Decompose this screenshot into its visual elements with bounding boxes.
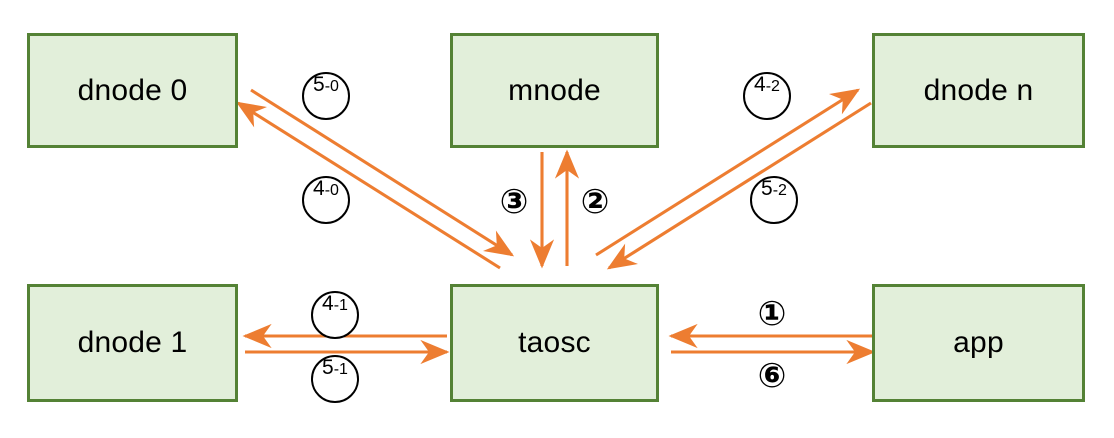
node-label-mnode: mnode [508,73,601,107]
node-dnode0[interactable]: dnode 0 [27,33,238,148]
step-badge-5-0: 5 -0 [302,72,350,120]
step-badge-5-1-suffix: -1 [333,361,348,378]
node-dnoden[interactable]: dnode n [872,33,1085,148]
step-badge-4-2-suffix: -2 [765,78,780,95]
step-badge-5-0-suffix: -0 [324,78,339,95]
step-badge-5-2-suffix: -2 [772,182,787,199]
node-label-dnoden: dnode n [923,73,1034,107]
step-badge-3: ③ [494,182,534,222]
step-badge-4-1: 4 -1 [311,291,359,339]
step-badge-4-0-value: 4 [313,177,325,200]
step-badge-2-value: ② [580,182,610,222]
node-dnode1[interactable]: dnode 1 [27,284,238,402]
node-mnode[interactable]: mnode [450,33,659,148]
step-badge-3-value: ③ [499,182,529,222]
step-badge-4-0: 4 -0 [302,176,350,224]
step-badge-4-2: 4 -2 [743,72,791,120]
node-label-dnode1: dnode 1 [77,326,188,359]
node-taosc[interactable]: taosc [450,284,659,402]
step-badge-5-1-value: 5 [322,356,334,379]
step-badge-1-value: ① [757,294,787,334]
step-badge-4-0-suffix: -0 [324,182,339,199]
arrow-taosc-to-dnoden [595,88,861,257]
step-badge-1: ① [752,294,792,334]
arrow-taosc-to-dnode0 [235,101,501,270]
node-label-app: app [953,326,1004,359]
step-badge-5-1: 5 -1 [311,355,359,403]
arrow-dnode0-to-taosc [250,88,515,257]
node-label-dnode0: dnode 0 [77,73,188,107]
step-badge-6-value: ⑥ [757,356,787,396]
node-label-taosc: taosc [518,326,591,359]
step-badge-4-1-suffix: -1 [333,297,348,314]
step-badge-4-1-value: 4 [322,292,334,315]
step-badge-6: ⑥ [752,356,792,396]
step-badge-5-2-value: 5 [761,177,773,200]
step-badge-4-2-value: 4 [754,73,766,96]
step-badge-5-2: 5 -2 [750,176,798,224]
node-app[interactable]: app [872,284,1085,402]
arrow-dnoden-to-taosc [606,101,872,270]
step-badge-2: ② [575,182,615,222]
step-badge-5-0-value: 5 [313,73,325,96]
